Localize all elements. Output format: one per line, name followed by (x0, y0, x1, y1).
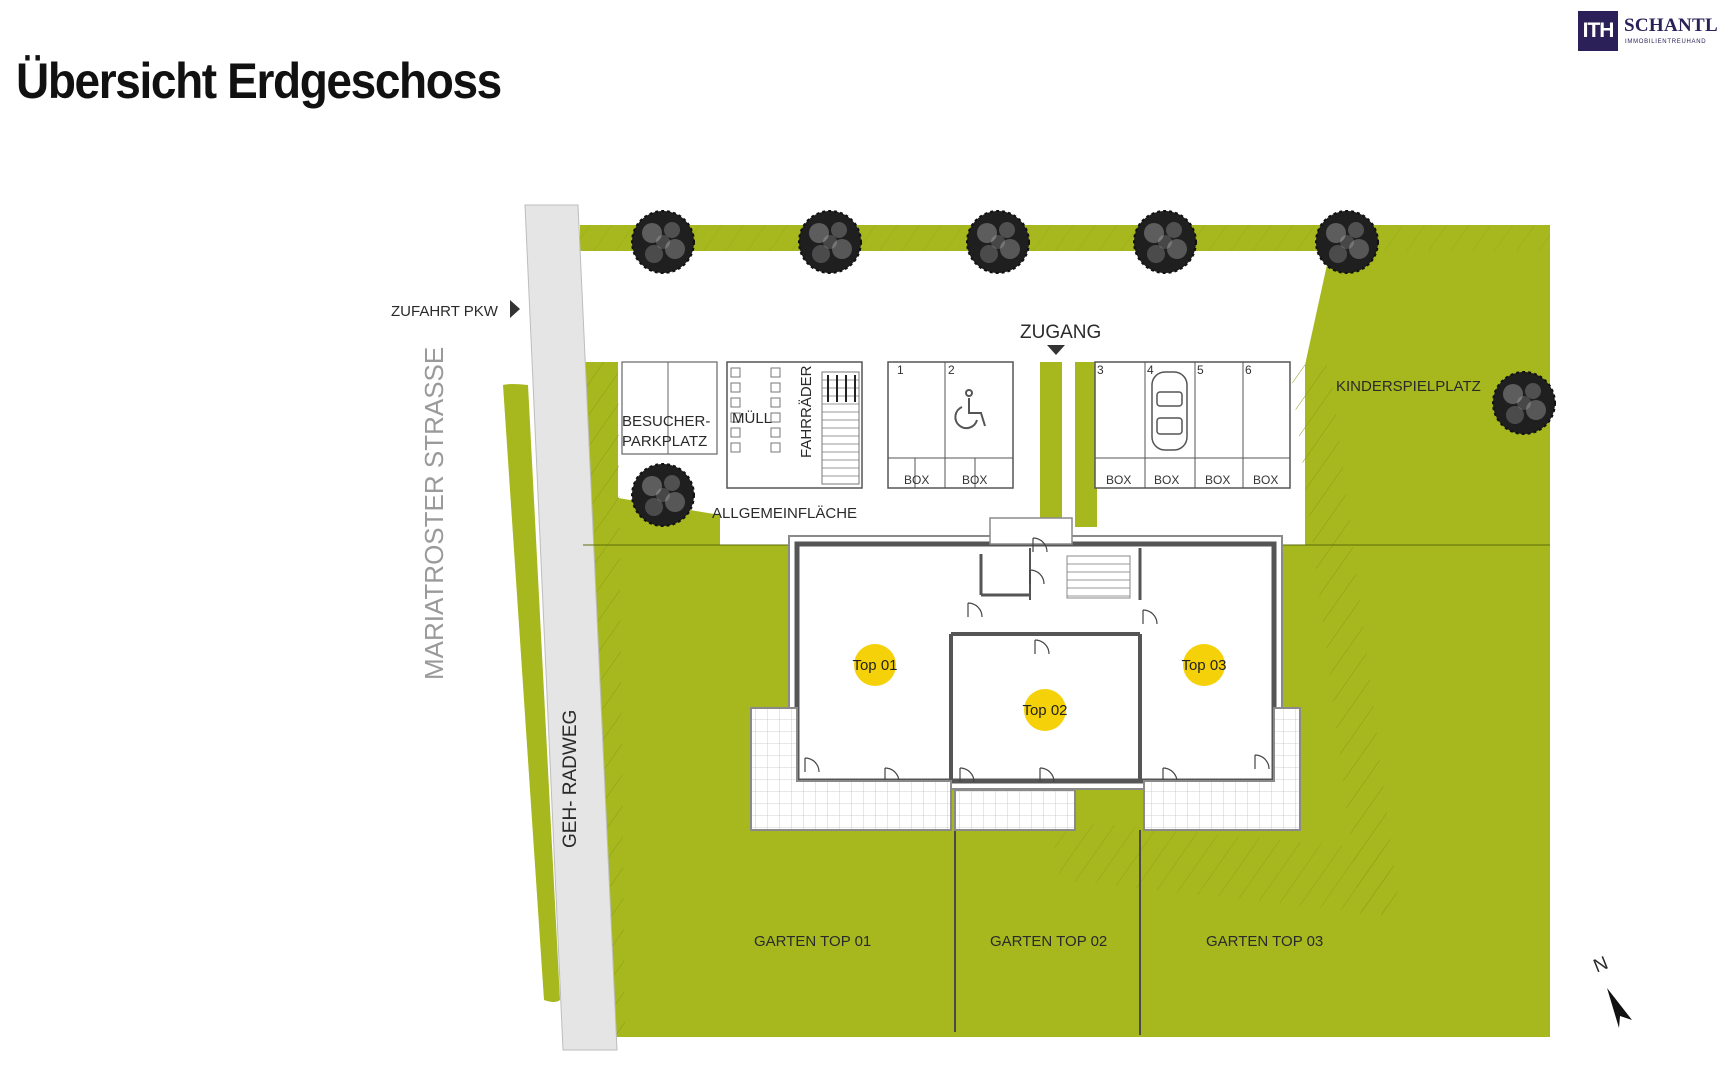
label-garten-top-03: GARTEN TOP 03 (1206, 933, 1323, 950)
car-icon (1151, 371, 1188, 451)
tree-icon (966, 210, 1030, 274)
logo-name: SCHANTL (1624, 15, 1718, 36)
logo-tagline: IMMOBILIENTREUHAND (1625, 39, 1707, 45)
parking-number: 3 (1097, 363, 1104, 377)
label-garten-top-02: GARTEN TOP 02 (990, 933, 1107, 950)
storage-box-label: BOX (1253, 473, 1278, 487)
label-garten-top-01: GARTEN TOP 01 (754, 933, 871, 950)
unit-badge-top-03 (1183, 644, 1225, 686)
visitor-parking (621, 361, 718, 455)
label-kinderspielplatz: KINDERSPIELPLATZ (1336, 378, 1481, 395)
label-allgemein: ALLGEMEINFLÄCHE (712, 505, 857, 522)
company-logo: ITH SCHANTL IMMOBILIENTREUHAND (1578, 11, 1718, 53)
entrance-porch (989, 517, 1073, 545)
label-fahrraeder: FAHRRÄDER (798, 365, 815, 458)
parking-number: 6 (1245, 363, 1252, 377)
unit-label: Top 01 (852, 657, 897, 674)
unit-label: Top 02 (1022, 702, 1067, 719)
label-zufahrt: ZUFAHRT PKW (391, 303, 499, 320)
wheelchair-icon (954, 389, 986, 430)
parking-number: 5 (1197, 363, 1204, 377)
north-label: N (1591, 953, 1612, 978)
staircase (1066, 555, 1131, 599)
storage-box-label: BOX (1106, 473, 1131, 487)
bicycle-icon (827, 375, 856, 402)
label-besucher-2: PARKPLATZ (622, 433, 707, 450)
storage-box-label: BOX (1154, 473, 1179, 487)
bike-path (524, 204, 618, 1051)
lawn-playground (1305, 251, 1550, 545)
tree-icon (631, 463, 695, 527)
parking-number: 2 (948, 363, 955, 377)
north-arrow-icon (1607, 988, 1632, 1028)
label-muell: MÜLL (732, 409, 772, 427)
label-radweg: GEH- RADWEG (560, 710, 581, 848)
arrow-icon (510, 300, 520, 318)
tree-icon (1315, 210, 1379, 274)
storage-box-label: BOX (1205, 473, 1230, 487)
waste-bins (730, 367, 781, 453)
parking-number: 4 (1147, 363, 1154, 377)
parking-bays-west (887, 361, 1014, 489)
parking-bays-east (1094, 361, 1291, 489)
terrace-top-03 (1143, 707, 1301, 831)
arrow-icon (1047, 345, 1065, 355)
storage-box-label: BOX (962, 473, 987, 487)
unit-label: Top 03 (1181, 657, 1226, 674)
label-zugang: ZUGANG (1020, 322, 1101, 343)
label-street: MARIATROSTER STRASSE (419, 347, 449, 680)
unit-badge-top-02 (1024, 689, 1066, 731)
page-title: Übersicht Erdgeschoss (16, 53, 502, 109)
unit-badge-top-01 (854, 644, 896, 686)
parking-number: 1 (897, 363, 904, 377)
tree-icon (1133, 210, 1197, 274)
tree-icon (631, 210, 695, 274)
terrace-top-01 (750, 707, 952, 831)
label-besucher-1: BESUCHER- (622, 413, 710, 430)
terrace-top-02 (954, 789, 1076, 831)
tree-icon (798, 210, 862, 274)
logo-mark: ITH (1578, 11, 1618, 51)
lawn-strip-west (503, 384, 560, 1002)
tree-icon (1492, 371, 1556, 435)
storage-box-label: BOX (904, 473, 929, 487)
